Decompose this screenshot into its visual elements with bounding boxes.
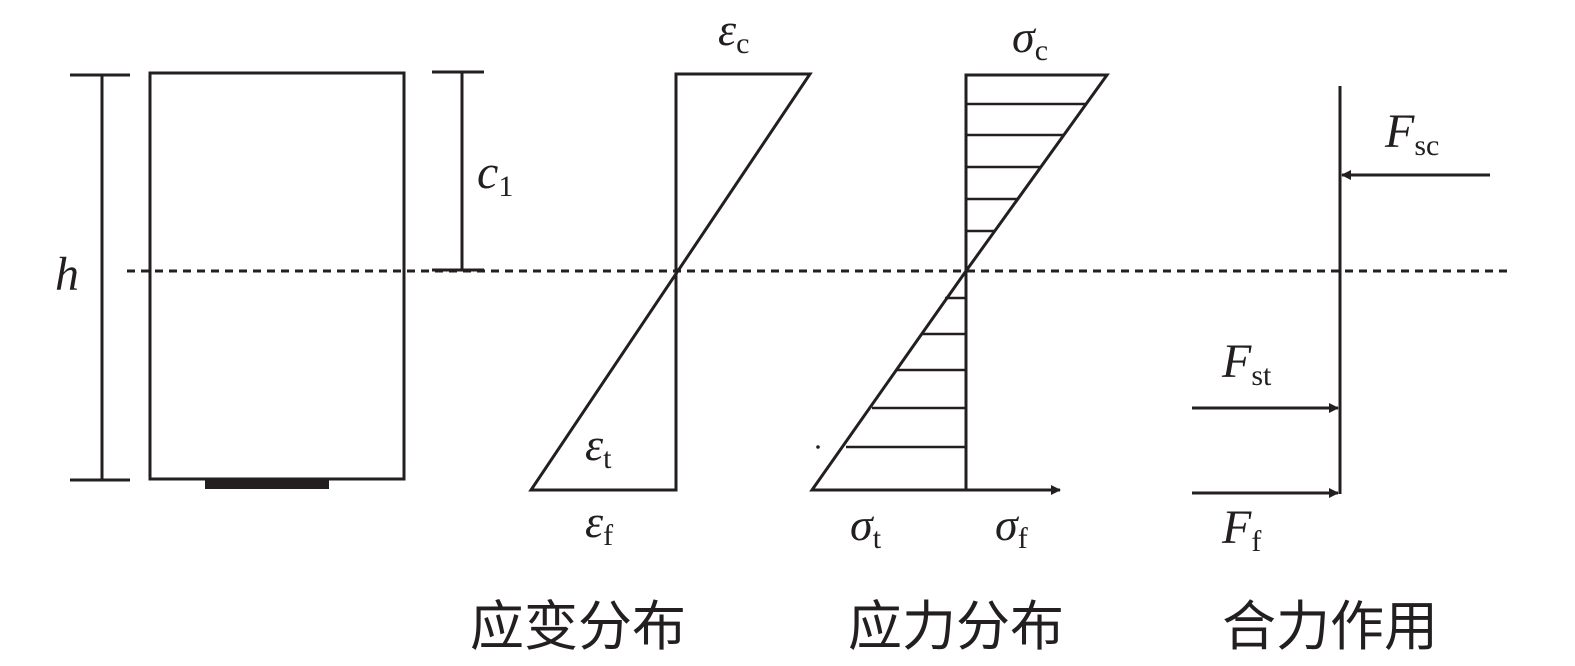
ff-label: Ff	[1221, 501, 1261, 558]
sigma-c-label: σc	[1012, 11, 1048, 67]
caption-stress-distribution: 应力分布	[848, 595, 1064, 658]
stress-compression-triangle	[964, 73, 1110, 276]
stress-distribution: σc σt σf	[809, 11, 1110, 555]
captions: 应变分布 应力分布 合力作用	[470, 595, 1438, 658]
frp-plate	[205, 479, 329, 489]
eps-t-label: εt	[585, 419, 612, 475]
eps-c-label: εc	[718, 4, 749, 60]
caption-resultant-force: 合力作用	[1222, 595, 1438, 658]
sigma-t-label: σt	[850, 499, 882, 555]
fsc-label: Fsc	[1384, 105, 1439, 162]
section-rectangle	[148, 71, 406, 481]
c1-label: c1	[477, 146, 513, 203]
eps-f-label: εf	[585, 496, 613, 552]
stray-dot	[816, 445, 820, 449]
sigma-f-label: σf	[995, 499, 1028, 555]
fst-label: Fst	[1221, 335, 1272, 392]
strain-distribution: εc εt εf	[528, 4, 813, 552]
c1-dimension: c1	[432, 70, 513, 272]
resultant-forces: Fsc Fst Ff	[1192, 86, 1490, 558]
cross-section: h	[55, 71, 406, 489]
caption-strain-distribution: 应变分布	[470, 595, 686, 658]
strain-profile	[528, 72, 813, 492]
h-label: h	[55, 248, 79, 301]
stress-tension-triangle	[809, 266, 968, 492]
